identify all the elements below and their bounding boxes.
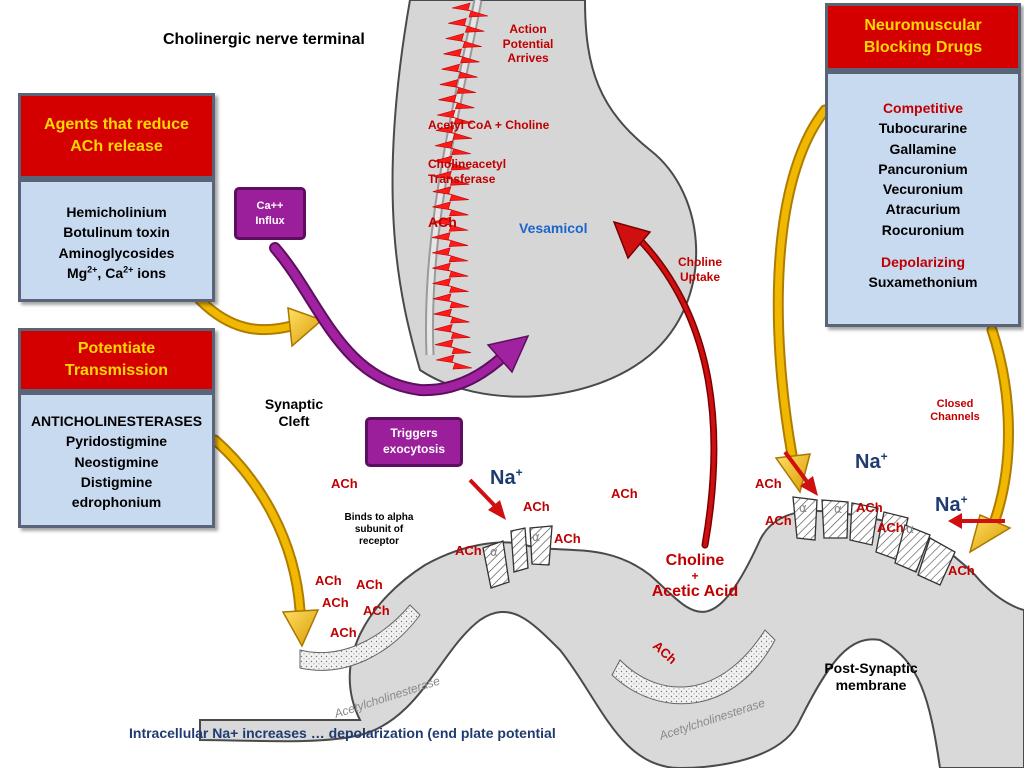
ions-line: Mg2+, Ca2+ ions — [66, 264, 167, 281]
terminal-ach-label: ACh — [428, 214, 457, 230]
bottom-note: Intracellular Na+ increases … depolariza… — [129, 725, 556, 741]
reduce-release-header: Agents that reduce ACh release — [18, 93, 215, 179]
svg-text:α: α — [834, 502, 842, 516]
potentiate-list: ANTICHOLINESTERASES Pyridostigmine Neost… — [18, 392, 215, 528]
ach-label: ACh — [611, 486, 638, 501]
action-potential-bolt — [433, 155, 471, 171]
action-potential-bolts — [432, 2, 489, 370]
ach-label: ACh — [765, 513, 792, 528]
closed-channels-label: Closed Channels — [930, 398, 980, 424]
nmb-header: Neuromuscular Blocking Drugs — [825, 3, 1021, 71]
calcium-influx-box: Ca++ Influx — [234, 187, 306, 240]
action-potential-bolt — [434, 140, 471, 156]
action-potential-bolt — [443, 48, 480, 64]
action-potential-bolt — [432, 293, 470, 309]
action-potential-bolt — [432, 247, 469, 263]
depolarizing-label: Depolarizing — [880, 254, 965, 271]
ach-label: ACh — [330, 625, 357, 640]
ach-label: ACh — [455, 543, 482, 558]
ach-label: ACh — [554, 531, 581, 546]
action-potential-bolt — [434, 323, 471, 339]
action-potential-bolt — [432, 278, 469, 293]
action-potential-bolt — [439, 79, 476, 94]
svg-text:α: α — [799, 501, 807, 515]
ach-label: ACh — [315, 573, 342, 588]
nmb-list: Competitive Tubocurarine Gallamine Pancu… — [825, 71, 1021, 327]
transferase-label: Cholineacetyl Transferase — [428, 157, 507, 186]
ach-label: ACh — [322, 595, 349, 610]
ach-label: ACh — [356, 577, 383, 592]
action-potential-bolt — [448, 17, 485, 33]
sodium-arrow-left — [468, 478, 506, 520]
action-potential-bolt — [435, 354, 473, 370]
svg-text:α: α — [532, 530, 540, 544]
svg-text:α: α — [490, 545, 498, 559]
receptor-left: α α — [482, 525, 553, 589]
sodium-label-middle: Na+ — [855, 449, 888, 473]
svg-text:α: α — [906, 522, 914, 536]
choline-uptake-label: Choline Uptake — [678, 255, 722, 284]
competitive-label: Competitive — [882, 100, 964, 116]
choline-acetic-acid-label: Choline + Acetic Acid — [651, 552, 739, 600]
synaptic-cleft-label: Synaptic Cleft — [264, 396, 324, 430]
enzyme-layer-left — [299, 604, 421, 671]
reduce-release-list: Hemicholinium Botulinum toxin Aminoglyco… — [18, 179, 215, 302]
action-potential-bolt — [432, 201, 469, 217]
action-potential-bolt — [434, 339, 472, 355]
action-potential-bolt — [451, 2, 489, 18]
ach-label: ACh — [877, 520, 904, 535]
action-potential-bolt — [438, 94, 475, 110]
action-potential-bolt — [436, 109, 474, 125]
ach-label: ACh — [856, 500, 883, 515]
action-potential-bolt — [433, 308, 470, 324]
receptor-right: α α α — [792, 496, 956, 586]
vesamicol-label: Vesamicol — [519, 220, 588, 236]
action-potential-bolt — [441, 63, 478, 79]
post-synaptic-label: Post-Synaptic membrane — [824, 660, 918, 694]
ach-label: ACh — [755, 476, 782, 491]
ach-label: ACh — [948, 563, 975, 578]
sodium-arrow-right — [948, 513, 1005, 529]
sodium-arrow-middle — [783, 450, 818, 496]
nerve-terminal — [391, 0, 698, 398]
gold-arrow-potentiate — [209, 434, 306, 616]
sodium-label-left: Na+ — [490, 465, 523, 489]
acetyl-coa-label: Acetyl CoA + Choline — [428, 118, 550, 132]
action-potential-bolt — [432, 232, 469, 247]
ach-label: ACh — [363, 603, 390, 618]
ach-label: ACh — [523, 499, 550, 514]
action-potential-bolt — [432, 216, 469, 232]
action-potential-bolt — [432, 186, 469, 201]
diagram-title: Cholinergic nerve terminal — [163, 31, 365, 48]
potentiate-header: Potentiate Transmission — [18, 328, 215, 392]
action-potential-bolt — [433, 170, 470, 186]
action-potential-bolt — [435, 125, 472, 140]
action-potential-bolt — [445, 33, 482, 48]
enzyme-layer-right — [611, 629, 776, 705]
action-potential-bolt — [432, 262, 469, 278]
ach-label: ACh — [331, 476, 358, 491]
action-potential-label: Action Potential Arrives — [502, 22, 554, 66]
binds-receptor-label: Binds to alpha subunit of receptor — [344, 512, 414, 548]
triggers-exocytosis-box: Triggers exocytosis — [365, 417, 463, 467]
sodium-label-right: Na+ — [935, 492, 968, 516]
